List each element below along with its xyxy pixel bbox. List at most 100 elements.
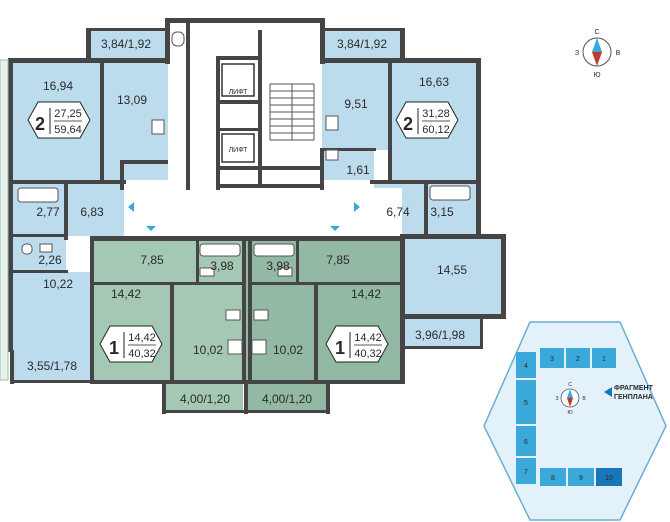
- lift-1[interactable]: [221, 63, 255, 97]
- arrow-left-icon: [128, 202, 134, 212]
- mini-compass-west: З: [555, 396, 558, 402]
- section-1[interactable]: [592, 348, 616, 368]
- badge-b-total: 60,12: [422, 124, 450, 136]
- entry-arrows: [128, 202, 360, 231]
- label-c-balcony: 4,00/1,20: [180, 392, 230, 406]
- label-c-bath: 3,98: [210, 259, 234, 273]
- badge-c-living: 14,42: [128, 332, 156, 344]
- label-d-kitchen: 10,02: [273, 343, 303, 357]
- compass-east: В: [616, 50, 621, 57]
- toilet-top: [171, 31, 185, 47]
- badge-d-living: 14,42: [354, 332, 382, 344]
- label-b-kitchen: 9,51: [344, 97, 368, 111]
- arrow-right-icon: [354, 202, 360, 212]
- arrow-down-icon-2: [330, 226, 340, 231]
- lift-1-label: ЛИФТ: [229, 89, 249, 96]
- stove-d: [251, 339, 267, 355]
- fixtures: [17, 31, 471, 355]
- label-b-balcony-top: 3,84/1,92: [337, 37, 387, 51]
- label-c-hall: 7,85: [140, 253, 164, 267]
- bathtub-d: [253, 243, 295, 257]
- label-a-kitchen: 13,09: [117, 93, 147, 107]
- site-plan-pointer-icon: [604, 387, 612, 397]
- lift-2[interactable]: [221, 133, 255, 163]
- mini-compass-south: Ю: [567, 410, 572, 416]
- sink-e: [199, 267, 215, 277]
- stove-a: [151, 119, 165, 135]
- section-label-1: 1: [602, 356, 606, 363]
- section-5[interactable]: [516, 380, 536, 424]
- apt-c-balcony[interactable]: [165, 380, 243, 412]
- label-d-bath: 3,98: [266, 259, 290, 273]
- section-7[interactable]: [516, 458, 536, 484]
- apt-b-kitchen[interactable]: [322, 60, 390, 150]
- section-3[interactable]: [540, 348, 564, 368]
- label-a-wc: 2,26: [38, 253, 62, 267]
- label-b-wc: 1,61: [346, 163, 370, 177]
- apt-a-balcony-top[interactable]: [86, 30, 166, 60]
- badge-b-hex: [395, 101, 459, 139]
- badge-d[interactable]: 1 14,42 40,32: [325, 325, 389, 363]
- toilet-a: [21, 243, 33, 255]
- compass-north: С: [594, 29, 599, 36]
- compass-west: З: [575, 50, 579, 57]
- section-10[interactable]: [596, 468, 622, 486]
- section-8[interactable]: [540, 468, 566, 486]
- section-label-4: 4: [524, 363, 528, 370]
- apt-b-balcony-top[interactable]: [322, 30, 402, 60]
- compass-south: Ю: [593, 72, 600, 79]
- section-label-7: 7: [524, 469, 528, 476]
- badge-a[interactable]: 2 27,25 59,64: [27, 101, 91, 139]
- badge-b-living: 31,28: [422, 108, 450, 120]
- walls: [8, 18, 506, 414]
- sink-c: [225, 309, 241, 321]
- badge-d-total: 40,32: [354, 348, 382, 360]
- apt-a-room2[interactable]: [10, 272, 92, 350]
- badge-d-rooms: 1: [335, 338, 345, 358]
- stair-steps: [269, 83, 315, 141]
- apt-a-wc[interactable]: [10, 236, 66, 272]
- site-plan-label: ФРАГМЕНТ: [614, 385, 654, 392]
- site-plan-label-line2: ГЕНПЛАНА: [614, 394, 653, 401]
- badge-a-hex: [27, 101, 91, 139]
- label-a-bath: 2,77: [36, 205, 60, 219]
- stove-b: [325, 115, 339, 131]
- apt-a-hall[interactable]: [66, 180, 124, 236]
- label-b-balcony-bottom: 3,96/1,98: [415, 328, 465, 342]
- room-labels: 3,84/1,92 16,94 13,09 6,83 2,77 2,26 10,…: [27, 37, 467, 406]
- badge-a-living: 27,25: [54, 108, 82, 120]
- label-a-room2: 10,22: [43, 277, 73, 291]
- section-label-2: 2: [576, 356, 580, 363]
- apt-a-balcony-bottom[interactable]: [10, 350, 94, 382]
- svg-text:ФРАГМЕНТ ГЕНПЛАНА: ФРАГМЕНТ ГЕНПЛАНА: [614, 385, 655, 401]
- label-b-room2: 14,55: [437, 263, 467, 277]
- section-2[interactable]: [566, 348, 590, 368]
- apt-d-balcony[interactable]: [248, 380, 326, 412]
- label-c-room: 14,42: [111, 287, 141, 301]
- site-plan: 1 2 3 4 5 6 7 8 9 10 С Ю З В ФРАГМЕНТ ГЕ…: [483, 321, 667, 521]
- section-label-10: 10: [605, 475, 613, 482]
- site-plan-building: [516, 348, 622, 486]
- section-4[interactable]: [516, 352, 536, 378]
- sink-a: [39, 243, 53, 253]
- section-label-6: 6: [524, 439, 528, 446]
- badge-a-total: 59,64: [54, 124, 82, 136]
- badge-c[interactable]: 1 14,42 40,32: [99, 325, 163, 363]
- bathtub-b: [429, 185, 471, 201]
- section-6[interactable]: [516, 426, 536, 456]
- badge-c-total: 40,32: [128, 348, 156, 360]
- badge-b[interactable]: 2 31,28 60,12: [395, 101, 459, 139]
- section-label-9: 9: [579, 475, 583, 482]
- corridor: [124, 188, 402, 240]
- section-9[interactable]: [568, 468, 594, 486]
- label-d-balcony: 4,00/1,20: [262, 392, 312, 406]
- badge-c-hex: [99, 325, 163, 363]
- apt-b-room2[interactable]: [402, 236, 502, 316]
- apt-b-balcony-bottom[interactable]: [402, 316, 482, 348]
- badge-d-hex: [325, 325, 389, 363]
- badge-c-rooms: 1: [109, 338, 119, 358]
- sink-f: [277, 267, 293, 277]
- label-b-hall: 6,74: [386, 205, 410, 219]
- sink-d: [253, 309, 269, 321]
